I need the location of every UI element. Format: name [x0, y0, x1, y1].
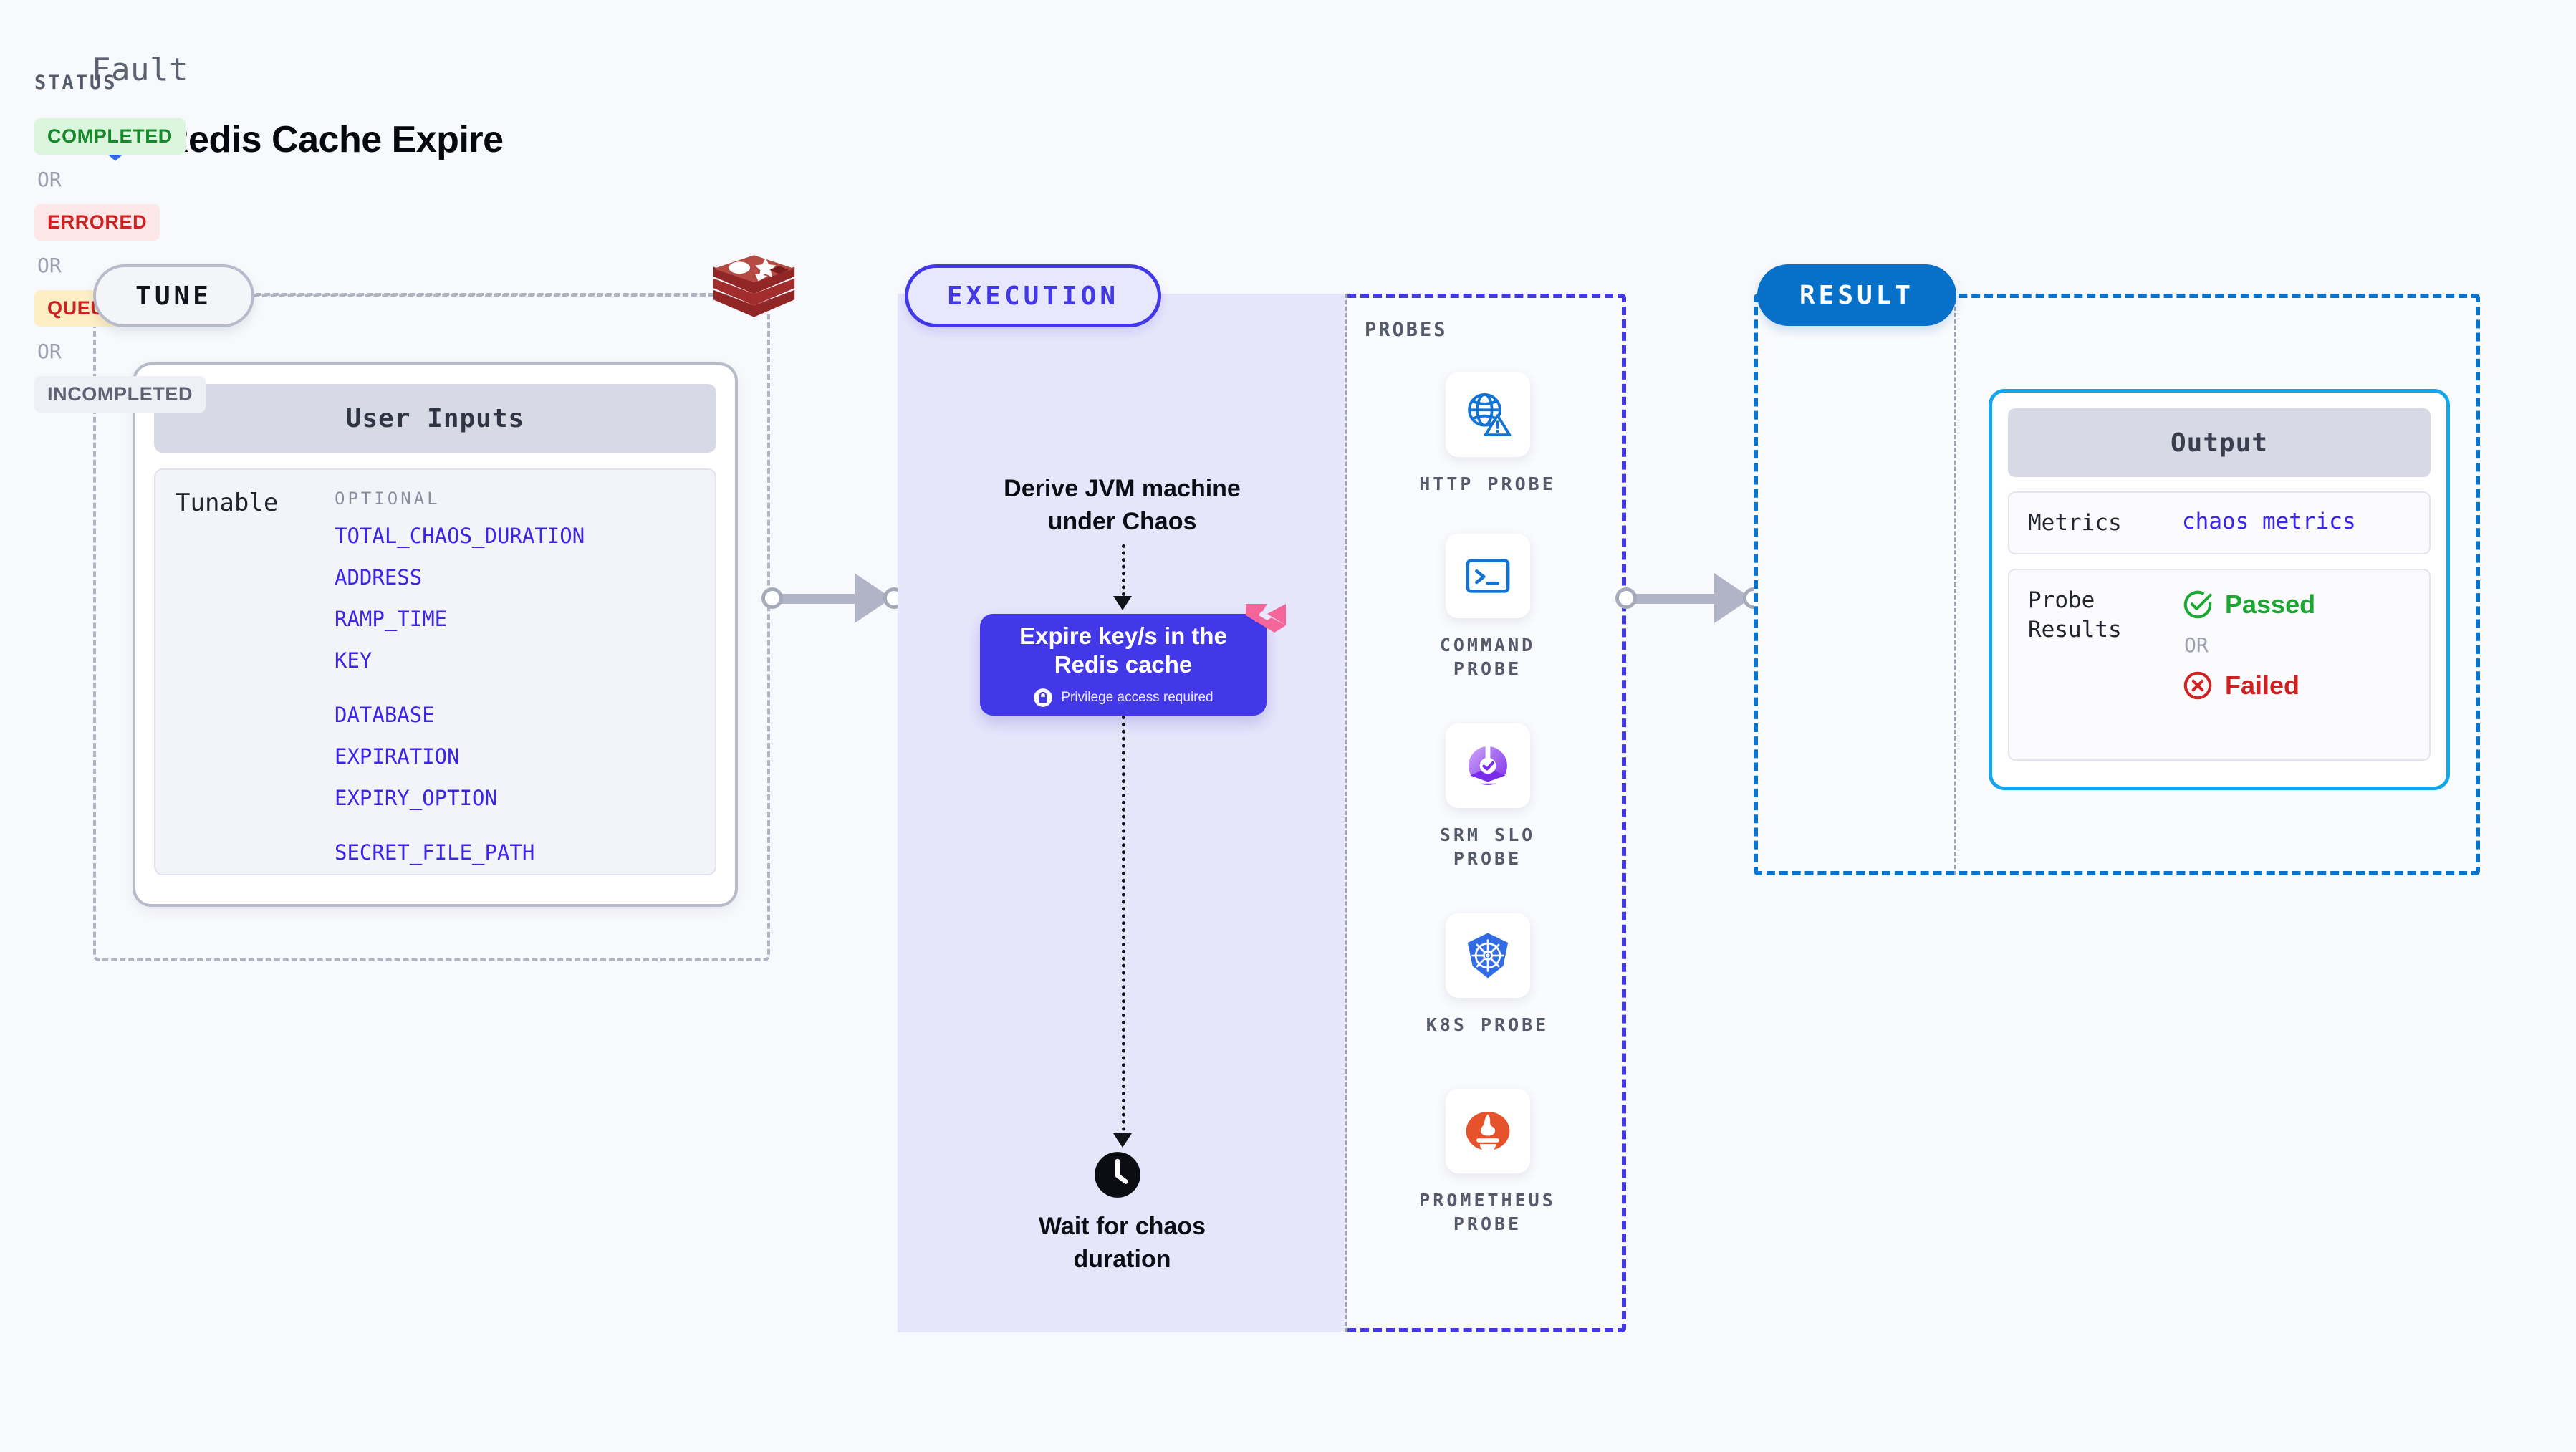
probe-label: PROMETHEUS PROBE	[1419, 1190, 1556, 1234]
probe-label: HTTP PROBE	[1419, 473, 1556, 494]
prometheus-icon	[1445, 1089, 1530, 1173]
status-badge-errored: ERRORED	[34, 204, 160, 241]
user-inputs-card: User Inputs Tunable OPTIONAL TOTAL_CHAOS…	[133, 362, 738, 907]
probe-results-label: Probe Results	[2028, 587, 2122, 643]
chaos-action-card[interactable]: Expire key/s in the Redis cache Privileg…	[980, 614, 1267, 716]
connector-start-dot	[1615, 587, 1637, 609]
kubernetes-icon	[1445, 913, 1530, 998]
terminal-icon	[1445, 534, 1530, 618]
user-inputs-body: Tunable OPTIONAL TOTAL_CHAOS_DURATION AD…	[154, 468, 716, 875]
status-or-2: OR	[37, 254, 62, 277]
status-or-1: OR	[37, 168, 62, 191]
stage-badge-result[interactable]: RESULT	[1757, 264, 1956, 326]
probe-result-or: OR	[2184, 633, 2209, 658]
probe-label: SRM SLO PROBE	[1439, 824, 1536, 869]
probe-result-passed-label: Passed	[2225, 590, 2316, 620]
x-circle-icon	[2182, 670, 2214, 701]
tunable-label-cell: Tunable	[155, 489, 335, 874]
flow-dotted-line-1	[1122, 544, 1125, 596]
probes-section-label: PROBES	[1365, 319, 1448, 341]
flow-arrow-2	[1113, 1133, 1132, 1148]
flow-dotted-line-2	[1122, 716, 1125, 1138]
probe-http[interactable]: HTTP PROBE	[1349, 372, 1626, 496]
output-card: Output Metrics chaos metrics Probe Resul…	[1989, 389, 2450, 790]
privilege-note-text: Privilege access required	[1061, 690, 1213, 706]
clock-icon	[1093, 1150, 1142, 1199]
probe-label: COMMAND PROBE	[1439, 635, 1536, 679]
param-expiry-option[interactable]: EXPIRY_OPTION	[335, 786, 497, 810]
redis-logo	[706, 244, 802, 340]
status-values: COMPLETED OR ERRORED OR QUEUED OR INCOMP…	[34, 118, 206, 413]
lock-icon	[1033, 688, 1053, 708]
connector-shaft	[1625, 594, 1731, 604]
probe-srm-slo[interactable]: SRM SLO PROBE	[1349, 723, 1626, 870]
output-probe-results-row: Probe Results Passed OR	[2008, 569, 2431, 761]
probe-results-values: Passed OR Failed	[2182, 586, 2411, 701]
execution-flow: Derive JVM machine under Chaos Expire ke…	[898, 294, 1347, 1332]
probe-prometheus[interactable]: PROMETHEUS PROBE	[1349, 1089, 1626, 1236]
probe-command[interactable]: COMMAND PROBE	[1349, 534, 1626, 681]
probe-k8s[interactable]: K8S PROBE	[1349, 913, 1626, 1037]
param-address[interactable]: ADDRESS	[335, 565, 423, 590]
connector-shaft	[772, 594, 872, 604]
connector-start-dot	[761, 587, 783, 609]
metrics-value[interactable]: chaos metrics	[2182, 509, 2356, 534]
tunable-params-cell: OPTIONAL TOTAL_CHAOS_DURATION ADDRESS RA…	[335, 489, 715, 874]
output-metrics-row: Metrics chaos metrics	[2008, 491, 2431, 555]
param-secret-file-path[interactable]: SECRET_FILE_PATH	[335, 840, 535, 865]
probe-result-passed: Passed	[2182, 589, 2411, 620]
param-ramp-time[interactable]: RAMP_TIME	[335, 607, 448, 631]
probes-column: PROBES HTTP PROBE	[1349, 294, 1626, 1332]
probe-result-failed: Failed	[2182, 670, 2411, 701]
check-circle-icon	[2182, 589, 2214, 620]
harness-ribbon-icon	[1243, 601, 1289, 647]
param-expiration[interactable]: EXPIRATION	[335, 744, 460, 769]
param-database[interactable]: DATABASE	[335, 703, 435, 727]
stage-badge-tune[interactable]: TUNE	[93, 264, 254, 327]
tune-source-connector	[256, 293, 714, 296]
tunable-label: Tunable	[176, 489, 279, 517]
optional-group-label: OPTIONAL	[335, 489, 441, 509]
probe-label: K8S PROBE	[1426, 1014, 1549, 1035]
execution-step-title: Derive JVM machine under Chaos	[1004, 475, 1241, 535]
page-title: Redis Cache Expire	[162, 119, 504, 160]
connector-tune-to-execution	[761, 573, 905, 623]
user-inputs-title: User Inputs	[154, 384, 716, 453]
param-total-chaos-duration[interactable]: TOTAL_CHAOS_DURATION	[335, 524, 585, 548]
wait-node-title: Wait for chaos duration	[1039, 1213, 1206, 1273]
chaos-action-title: Expire key/s in the Redis cache	[1019, 622, 1227, 678]
status-section-label: STATUS	[34, 72, 117, 94]
metrics-label: Metrics	[2028, 510, 2122, 536]
srm-slo-icon	[1445, 723, 1530, 808]
status-column	[1754, 294, 1956, 875]
probe-result-failed-label: Failed	[2225, 670, 2300, 701]
stage-badge-execution[interactable]: EXECUTION	[905, 264, 1161, 327]
globe-warning-icon	[1445, 372, 1530, 457]
param-key[interactable]: KEY	[335, 648, 373, 673]
flow-arrow-1	[1113, 596, 1132, 610]
status-or-3: OR	[37, 340, 62, 363]
status-badge-completed: COMPLETED	[34, 118, 186, 155]
connector-execution-to-result	[1615, 573, 1766, 623]
page-eyebrow: Fault	[92, 52, 188, 88]
privilege-note: Privilege access required	[1033, 688, 1213, 708]
status-badge-incompleted: INCOMPLETED	[34, 376, 206, 413]
output-card-title: Output	[2008, 408, 2431, 477]
